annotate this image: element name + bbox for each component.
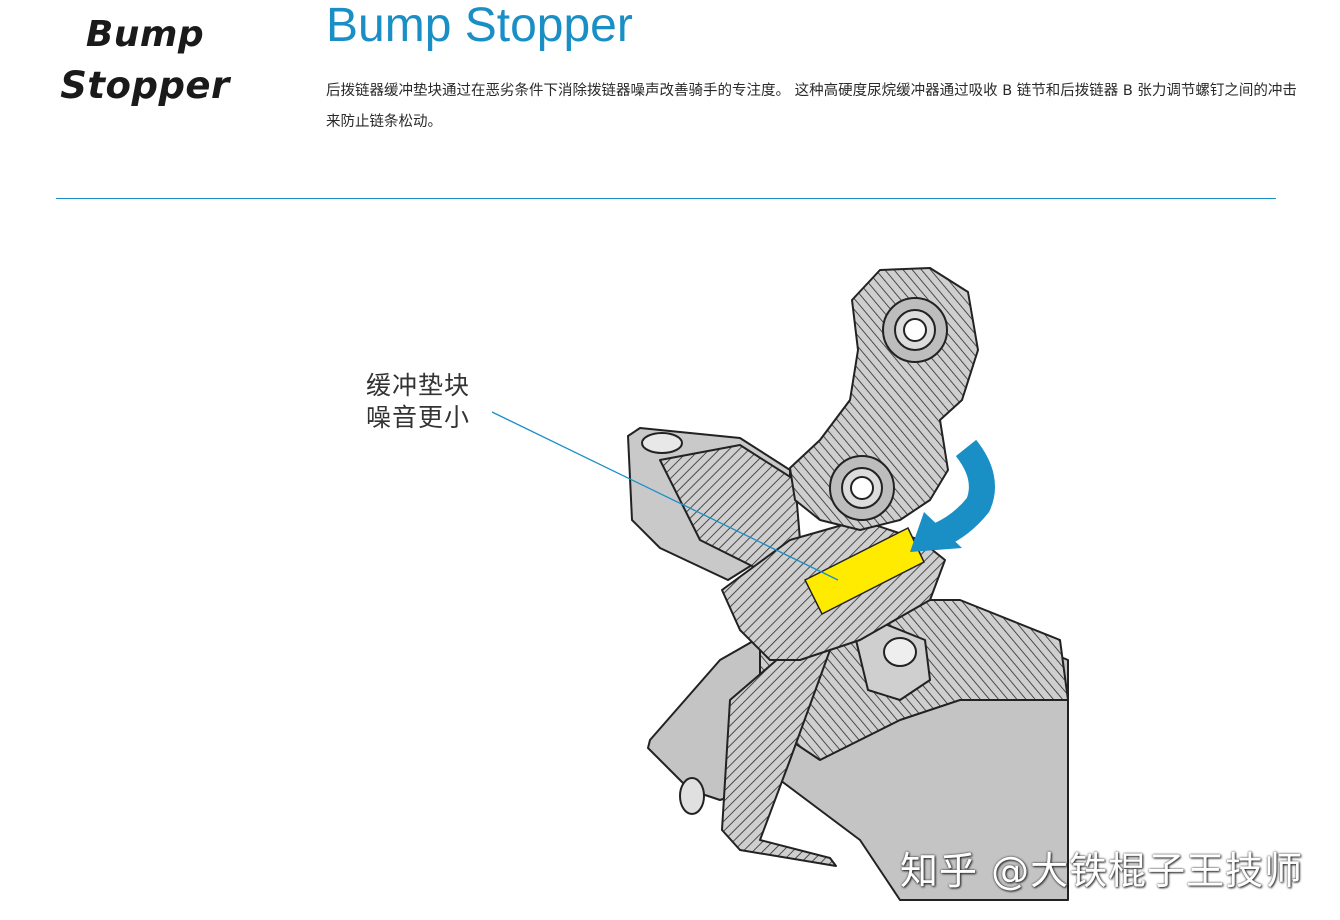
callout-label-line1: 缓冲垫块	[366, 371, 471, 400]
logo-word-stopper: Stopper	[60, 64, 230, 107]
impact-arrow-head	[910, 512, 962, 552]
logo-word-bump: Bump	[85, 14, 205, 55]
left-hole	[641, 432, 683, 454]
bump-stopper-pad	[803, 526, 925, 616]
knob-hole	[883, 637, 917, 667]
section-divider	[56, 198, 1276, 199]
lower-bolt-hole	[850, 476, 874, 500]
upper-bolt-hole	[903, 318, 927, 342]
derailleur-cutaway-diagram	[491, 267, 1069, 901]
lower-hole	[679, 777, 705, 815]
page-title: Bump Stopper	[326, 0, 633, 52]
callout-leader-line	[491, 411, 839, 581]
watermark: 知乎 @大铁棍子王技师	[900, 849, 1304, 893]
description-text: 后拨链器缓冲垫块通过在恶劣条件下消除拨链器噪声改善骑手的专注度。 这种高硬度尿烷…	[326, 83, 1297, 130]
callout-label-line2: 噪音更小	[366, 403, 471, 432]
impact-arrow-arc	[934, 439, 995, 547]
